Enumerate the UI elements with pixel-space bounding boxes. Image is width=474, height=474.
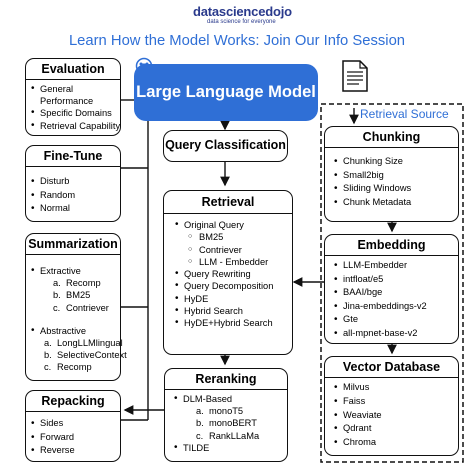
list-item: Extractive (31, 265, 127, 277)
list-item: HyDE+Hybrid Search (175, 317, 273, 330)
document-icon (342, 60, 368, 92)
list-item: Jina-embeddings-v2 (334, 300, 427, 314)
chunking-list: Chunking Size Small2big Sliding Windows … (334, 155, 411, 209)
retrieval-source-frame (320, 103, 464, 463)
list-item: Query Rewriting (175, 268, 273, 281)
list-item: Chroma (334, 436, 382, 450)
list-item: Sliding Windows (334, 182, 411, 196)
llm-label: Large Language Model (136, 83, 316, 101)
evaluation-title: Evaluation (41, 62, 105, 76)
list-item: a.monoT5 (196, 406, 244, 417)
chunking-title: Chunking (362, 130, 421, 144)
repacking-box: Repacking Sides Forward Reverse (25, 390, 121, 462)
reranking-list: DLM-Based a.monoT5 b.monoBERT c.RankLLaM… (174, 393, 259, 454)
list-item: Reverse (31, 444, 75, 458)
list-item: Contriever (175, 244, 273, 257)
evaluation-box: Evaluation General Performance Specific … (25, 58, 121, 136)
query-classification-label: Query Classification (165, 138, 286, 152)
finetune-title: Fine-Tune (43, 149, 103, 163)
finetune-list: Disturb Random Normal (31, 175, 75, 216)
list-item: Retrieval Capability (31, 120, 120, 132)
list-item: a.Recomp (53, 278, 101, 289)
retrieval-title: Retrieval (201, 195, 255, 209)
logo-wordmark: datasciencedojo (193, 4, 292, 19)
finetune-box: Fine-Tune Disturb Random Normal (25, 145, 121, 222)
list-item: Performance (40, 96, 94, 107)
retrieval-source-label: Retrieval Source (360, 107, 449, 121)
query-classification-box: Query Classification (163, 130, 288, 162)
logo-tagline: data science for everyone (207, 19, 276, 25)
list-item: b.BM25 (53, 290, 91, 301)
repacking-title: Repacking (41, 394, 105, 408)
list-item: Faiss (334, 395, 382, 409)
vector-database-list: Milvus Faiss Weaviate Qdrant Chroma (334, 381, 382, 450)
vector-database-title: Vector Database (342, 360, 441, 374)
list-item: Milvus (334, 381, 382, 395)
list-item: BAAI/bge (334, 286, 427, 300)
list-item: Weaviate (334, 409, 382, 423)
list-item: Forward (31, 431, 75, 445)
list-item: LLM - Embedder (175, 256, 273, 269)
list-item: intfloat/e5 (334, 273, 427, 287)
chunking-box: Chunking Chunking Size Small2big Sliding… (324, 126, 459, 222)
list-item: Gte (334, 313, 427, 327)
list-item: Hybrid Search (175, 305, 273, 318)
reranking-box: Reranking DLM-Based a.monoT5 b.monoBERT … (164, 368, 288, 462)
list-item: b.monoBERT (196, 418, 257, 429)
vector-database-box: Vector Database Milvus Faiss Weaviate Qd… (324, 356, 459, 456)
list-item: Chunk Metadata (334, 196, 411, 210)
summarization-title: Summarization (28, 237, 118, 251)
list-item: Qdrant (334, 422, 382, 436)
list-item: Small2big (334, 169, 411, 183)
list-item: b.SelectiveContext (44, 350, 127, 361)
embedding-title: Embedding (357, 238, 426, 252)
retrieval-box: Retrieval Original Query BM25 Contriever… (163, 190, 293, 355)
list-item: Normal (31, 202, 75, 216)
list-item: TILDE (174, 442, 259, 454)
list-item: Disturb (31, 175, 75, 189)
reranking-title: Reranking (195, 372, 257, 386)
list-item: General (31, 83, 120, 95)
list-item: DLM-Based (174, 393, 259, 405)
logo: datasciencedojo data science for everyon… (175, 4, 335, 26)
page-title: Learn How the Model Works: Join Our Info… (68, 33, 406, 49)
list-item: all-mpnet-base-v2 (334, 327, 427, 341)
summarization-list: Extractive a.Recomp b.BM25 c.Contriever … (31, 265, 127, 374)
retrieval-list: Original Query BM25 Contriever LLM - Emb… (175, 219, 273, 330)
list-item: HyDE (175, 293, 273, 306)
embedding-box: Embedding LLM-Embedder intfloat/e5 BAAI/… (324, 234, 459, 344)
list-item: Chunking Size (334, 155, 411, 169)
list-item: Specific Domains (31, 107, 120, 119)
list-item: c.Recomp (44, 362, 92, 373)
list-item: a.LongLLMlingual (44, 338, 123, 349)
list-item: BM25 (175, 231, 273, 244)
evaluation-list: General Performance Specific Domains Ret… (31, 83, 120, 132)
list-item: Random (31, 189, 75, 203)
list-item: Abstractive (31, 325, 127, 337)
embedding-list: LLM-Embedder intfloat/e5 BAAI/bge Jina-e… (334, 259, 427, 340)
list-item: Sides (31, 417, 75, 431)
list-item: c.Contriever (53, 302, 109, 313)
list-item: LLM-Embedder (334, 259, 427, 273)
list-item: c.RankLLaMa (196, 430, 260, 441)
llm-box: Large Language Model (134, 64, 318, 121)
list-item: Query Decomposition (175, 280, 273, 293)
summarization-box: Summarization Extractive a.Recomp b.BM25… (25, 233, 127, 381)
repacking-list: Sides Forward Reverse (31, 417, 75, 458)
list-item: Original Query (175, 219, 273, 232)
